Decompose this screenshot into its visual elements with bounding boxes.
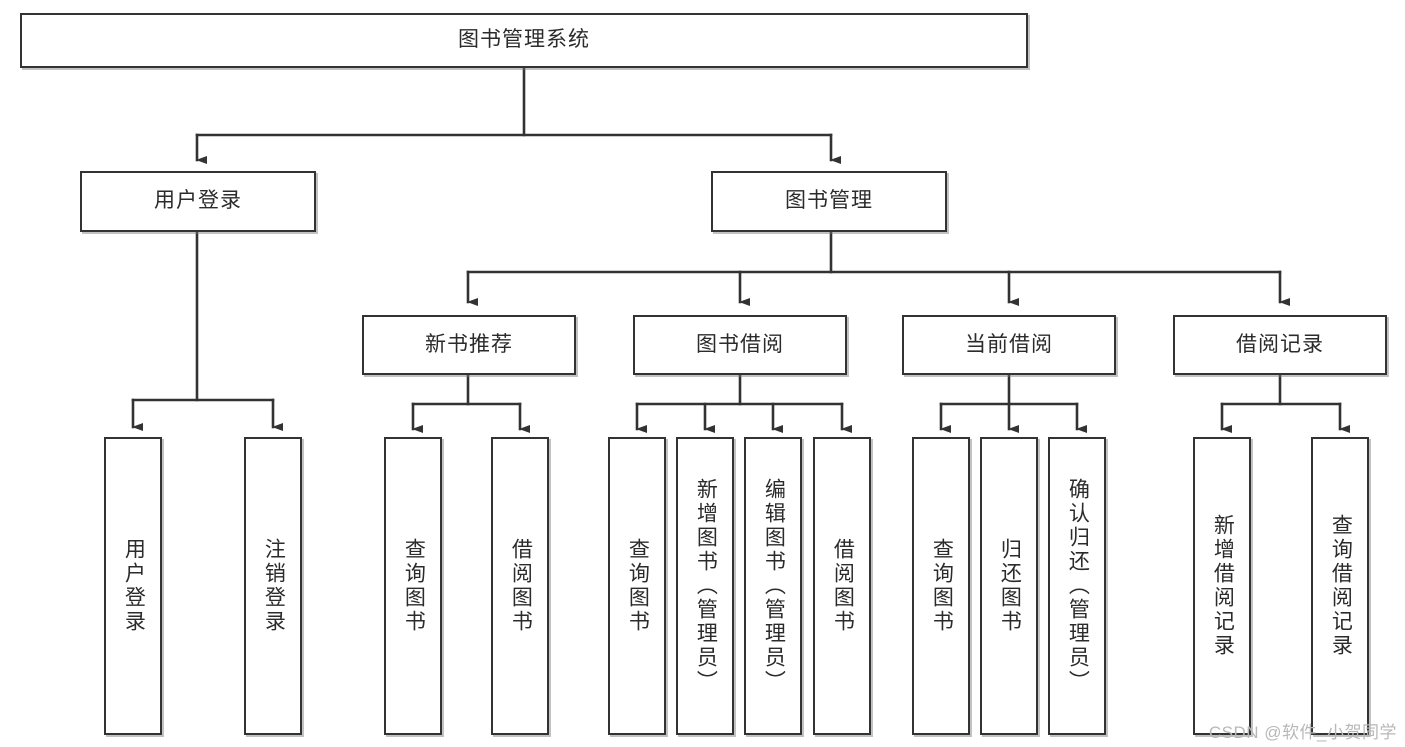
node-leaf-query-book-1[interactable]: 查询图书 [384,437,442,735]
node-borrow-record[interactable]: 借阅记录 [1173,315,1387,375]
node-user-login[interactable]: 用户登录 [80,171,316,232]
node-leaf-confirm-return-admin-label: 确认归还（管理员） [1066,478,1090,694]
node-leaf-query-book-3-label: 查询图书 [930,538,954,634]
node-leaf-borrow-book-1-label: 借阅图书 [509,538,533,634]
node-root-label: 图书管理系统 [458,28,590,52]
node-leaf-add-borrow-record[interactable]: 新增借阅记录 [1193,437,1251,735]
node-book-borrow[interactable]: 图书借阅 [633,315,847,375]
node-root[interactable]: 图书管理系统 [20,13,1028,68]
node-current-borrow-label: 当前借阅 [965,332,1053,356]
node-leaf-borrow-book-1[interactable]: 借阅图书 [491,437,549,735]
node-leaf-add-book-admin-label: 新增图书（管理员） [694,478,718,694]
node-book-borrow-label: 图书借阅 [696,332,784,356]
node-leaf-edit-book-admin-label: 编辑图书（管理员） [762,478,786,694]
node-leaf-query-book-2[interactable]: 查询图书 [608,437,666,735]
node-leaf-user-login-label: 用户登录 [122,538,146,634]
node-current-borrow[interactable]: 当前借阅 [902,315,1116,375]
node-leaf-logout-login[interactable]: 注销登录 [244,437,302,735]
node-leaf-return-book-label: 归还图书 [998,538,1022,634]
node-leaf-edit-book-admin[interactable]: 编辑图书（管理员） [744,437,802,735]
node-leaf-user-login[interactable]: 用户登录 [104,437,162,735]
node-leaf-query-book-1-label: 查询图书 [402,538,426,634]
node-leaf-query-borrow-record[interactable]: 查询借阅记录 [1311,437,1369,735]
node-book-management[interactable]: 图书管理 [711,171,947,232]
node-leaf-query-book-2-label: 查询图书 [626,538,650,634]
node-leaf-query-borrow-record-label: 查询借阅记录 [1329,514,1353,658]
node-new-book-recommend[interactable]: 新书推荐 [362,315,576,375]
node-new-book-recommend-label: 新书推荐 [425,332,513,356]
node-user-login-label: 用户登录 [154,189,242,213]
node-leaf-borrow-book-2[interactable]: 借阅图书 [813,437,871,735]
node-leaf-add-book-admin[interactable]: 新增图书（管理员） [676,437,734,735]
node-leaf-logout-login-label: 注销登录 [262,538,286,634]
node-leaf-query-book-3[interactable]: 查询图书 [912,437,970,735]
node-borrow-record-label: 借阅记录 [1236,332,1324,356]
watermark-text: CSDN @软件_小贺同学 [1208,723,1397,742]
node-leaf-add-borrow-record-label: 新增借阅记录 [1211,514,1235,658]
node-book-management-label: 图书管理 [785,189,873,213]
node-leaf-return-book[interactable]: 归还图书 [980,437,1038,735]
node-leaf-confirm-return-admin[interactable]: 确认归还（管理员） [1048,437,1106,735]
node-leaf-borrow-book-2-label: 借阅图书 [831,538,855,634]
